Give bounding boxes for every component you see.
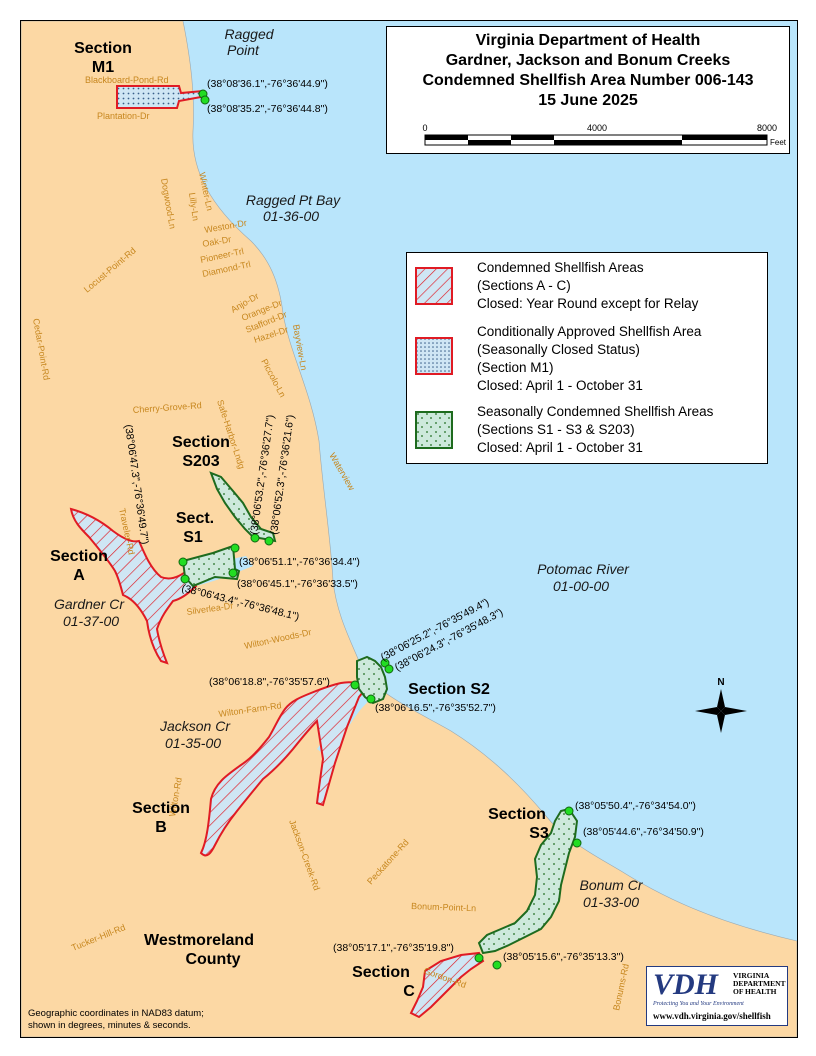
legend-seasonal-line-1: Seasonally Condemned Shellfish Areas xyxy=(477,404,714,419)
section-s3-area xyxy=(477,807,579,955)
label-section-a-1: Section xyxy=(50,548,108,565)
map-frame: Blackboard-Pond-Rd Plantation-Dr Winter-… xyxy=(20,20,798,1038)
legend-approved-line-2: (Seasonally Closed Status) xyxy=(477,342,640,357)
road-cherry-grove: Cherry-Grove-Rd xyxy=(132,400,202,415)
coord-m1-south: (38°08'35.2",-76°36'44.8") xyxy=(207,103,328,115)
legend-condemned-line-3: Closed: Year Round except for Relay xyxy=(477,296,699,311)
label-bonum-1: Bonum Cr xyxy=(579,877,643,893)
north-arrow-label: N xyxy=(717,677,724,688)
coord-m1-north: (38°08'36.1",-76°36'44.9") xyxy=(207,78,328,90)
section-labels: Section M1 Section S203 Sect. S1 Section… xyxy=(50,40,549,1000)
legend-swatch-approved xyxy=(415,337,453,375)
legend-approved-line-3: (Section M1) xyxy=(477,360,554,375)
label-gardner-2: 01-37-00 xyxy=(63,613,119,629)
road-bonum-point: Bonum-Point-Ln xyxy=(411,901,476,913)
label-section-s2: Section S2 xyxy=(408,681,490,698)
legend-condemned-line-1: Condemned Shellfish Areas xyxy=(477,260,644,275)
title-date: 15 June 2025 xyxy=(538,92,638,109)
land-mass xyxy=(21,21,797,1037)
label-section-c-2: C xyxy=(403,983,415,1000)
scale-tick-max: 8000 xyxy=(757,123,777,133)
coord-s2-south: (38°06'16.5",-76°35'52.7") xyxy=(375,702,496,714)
road-lilly: Lilly-Ln xyxy=(187,192,201,222)
label-section-s3-2: S3 xyxy=(529,825,549,842)
coord-s3-south: (38°05'15.6",-76°35'13.3") xyxy=(503,951,624,963)
vdh-logo-org-2: DEPARTMENT xyxy=(733,979,786,988)
legend-seasonal-line-3: Closed: April 1 - October 31 xyxy=(477,440,643,455)
legend-swatch-seasonal xyxy=(415,411,453,449)
road-blackboard-pond: Blackboard-Pond-Rd xyxy=(85,75,169,85)
label-ragged-bay-2: 01-36-00 xyxy=(263,208,319,224)
scale-tick-0: 0 xyxy=(422,123,427,133)
scale-bar: 0 4000 8000 Feet xyxy=(422,123,787,147)
legend-box: Condemned Shellfish Areas (Sections A - … xyxy=(406,252,768,464)
label-jackson-1: Jackson Cr xyxy=(159,718,231,734)
road-oak: Oak-Dr xyxy=(202,234,232,249)
label-potomac-1: Potomac River xyxy=(537,561,630,577)
label-bonum-2: 01-33-00 xyxy=(583,894,639,910)
footnote-line-1: Geographic coordinates in NAD83 datum; xyxy=(28,1008,204,1019)
label-section-m1-1: Section xyxy=(74,40,132,57)
vdh-logo: VDH VIRGINIA DEPARTMENT OF HEALTH Protec… xyxy=(646,966,788,1026)
water-labels: Ragged Point Ragged Pt Bay 01-36-00 Gard… xyxy=(54,26,644,910)
label-section-m1-2: M1 xyxy=(92,59,114,76)
section-s1-area xyxy=(181,544,241,588)
label-section-s203-2: S203 xyxy=(182,453,219,470)
vdh-logo-org-1: VIRGINIA xyxy=(733,971,770,980)
coord-s1-southeast: (38°06'45.1",-76°36'33.5") xyxy=(237,578,358,590)
label-section-s1-1: Sect. xyxy=(176,510,214,527)
label-section-s203-1: Section xyxy=(172,434,230,451)
coord-s2-west: (38°06'18.8",-76°35'57.6") xyxy=(209,676,330,688)
vdh-logo-tagline: Protecting You and Your Environment xyxy=(653,1001,744,1007)
label-potomac-2: 01-00-00 xyxy=(553,578,609,594)
coord-s3-west: (38°05'17.1",-76°35'19.8") xyxy=(333,942,454,954)
scale-tick-mid: 4000 xyxy=(587,123,607,133)
label-county-2: County xyxy=(185,951,240,968)
section-a-area xyxy=(69,507,198,665)
legend-swatch-condemned xyxy=(415,267,453,305)
label-section-b-1: Section xyxy=(132,800,190,817)
legend-seasonal-line-2: (Sections S1 - S3 & S203) xyxy=(477,422,635,437)
legend-approved-line-1: Conditionally Approved Shellfish Area xyxy=(477,324,702,339)
map-canvas: Blackboard-Pond-Rd Plantation-Dr Winter-… xyxy=(21,21,797,1037)
coord-s3-east: (38°05'44.6",-76°34'50.9") xyxy=(583,826,704,838)
section-b-area xyxy=(199,681,369,857)
label-section-a-2: A xyxy=(73,567,85,584)
title-line-3: Condemned Shellfish Area Number 006-143 xyxy=(422,72,754,89)
label-ragged-point-2: Point xyxy=(227,42,260,58)
label-gardner-1: Gardner Cr xyxy=(54,596,125,612)
footnote-line-2: shown in degrees, minutes & seconds. xyxy=(28,1020,191,1031)
scale-unit: Feet xyxy=(770,138,787,147)
coord-s1-northeast: (38°06'51.1",-76°36'34.4") xyxy=(239,556,360,568)
vdh-logo-mark: VDH xyxy=(653,968,719,1001)
footnote: Geographic coordinates in NAD83 datum; s… xyxy=(28,1008,204,1032)
label-section-c-1: Section xyxy=(352,964,410,981)
coord-s3-north: (38°05'50.4",-76°34'54.0") xyxy=(575,800,696,812)
title-box: Virginia Department of Health Gardner, J… xyxy=(386,26,790,154)
vdh-logo-url[interactable]: www.vdh.virginia.gov/shellfish xyxy=(653,1011,771,1021)
vdh-logo-org-3: OF HEALTH xyxy=(733,987,777,996)
section-c-area xyxy=(409,951,485,1019)
label-section-s1-2: S1 xyxy=(183,529,203,546)
label-section-s3-1: Section xyxy=(488,806,546,823)
vdh-logo-org: VIRGINIA DEPARTMENT OF HEALTH xyxy=(733,972,786,996)
legend-condemned-line-2: (Sections A - C) xyxy=(477,278,571,293)
title-line-2: Gardner, Jackson and Bonum Creeks xyxy=(445,52,731,69)
title-line-1: Virginia Department of Health xyxy=(475,32,701,49)
north-arrow: N xyxy=(695,677,747,733)
coordinate-points xyxy=(178,89,582,970)
label-jackson-2: 01-35-00 xyxy=(165,735,221,751)
road-plantation: Plantation-Dr xyxy=(97,111,150,121)
label-ragged-point-1: Ragged xyxy=(224,26,274,42)
label-ragged-bay-1: Ragged Pt Bay xyxy=(246,192,341,208)
legend-approved-line-4: Closed: April 1 - October 31 xyxy=(477,378,643,393)
label-section-b-2: B xyxy=(155,819,167,836)
label-county-1: Westmoreland xyxy=(144,932,254,949)
section-s203-area xyxy=(209,471,277,543)
